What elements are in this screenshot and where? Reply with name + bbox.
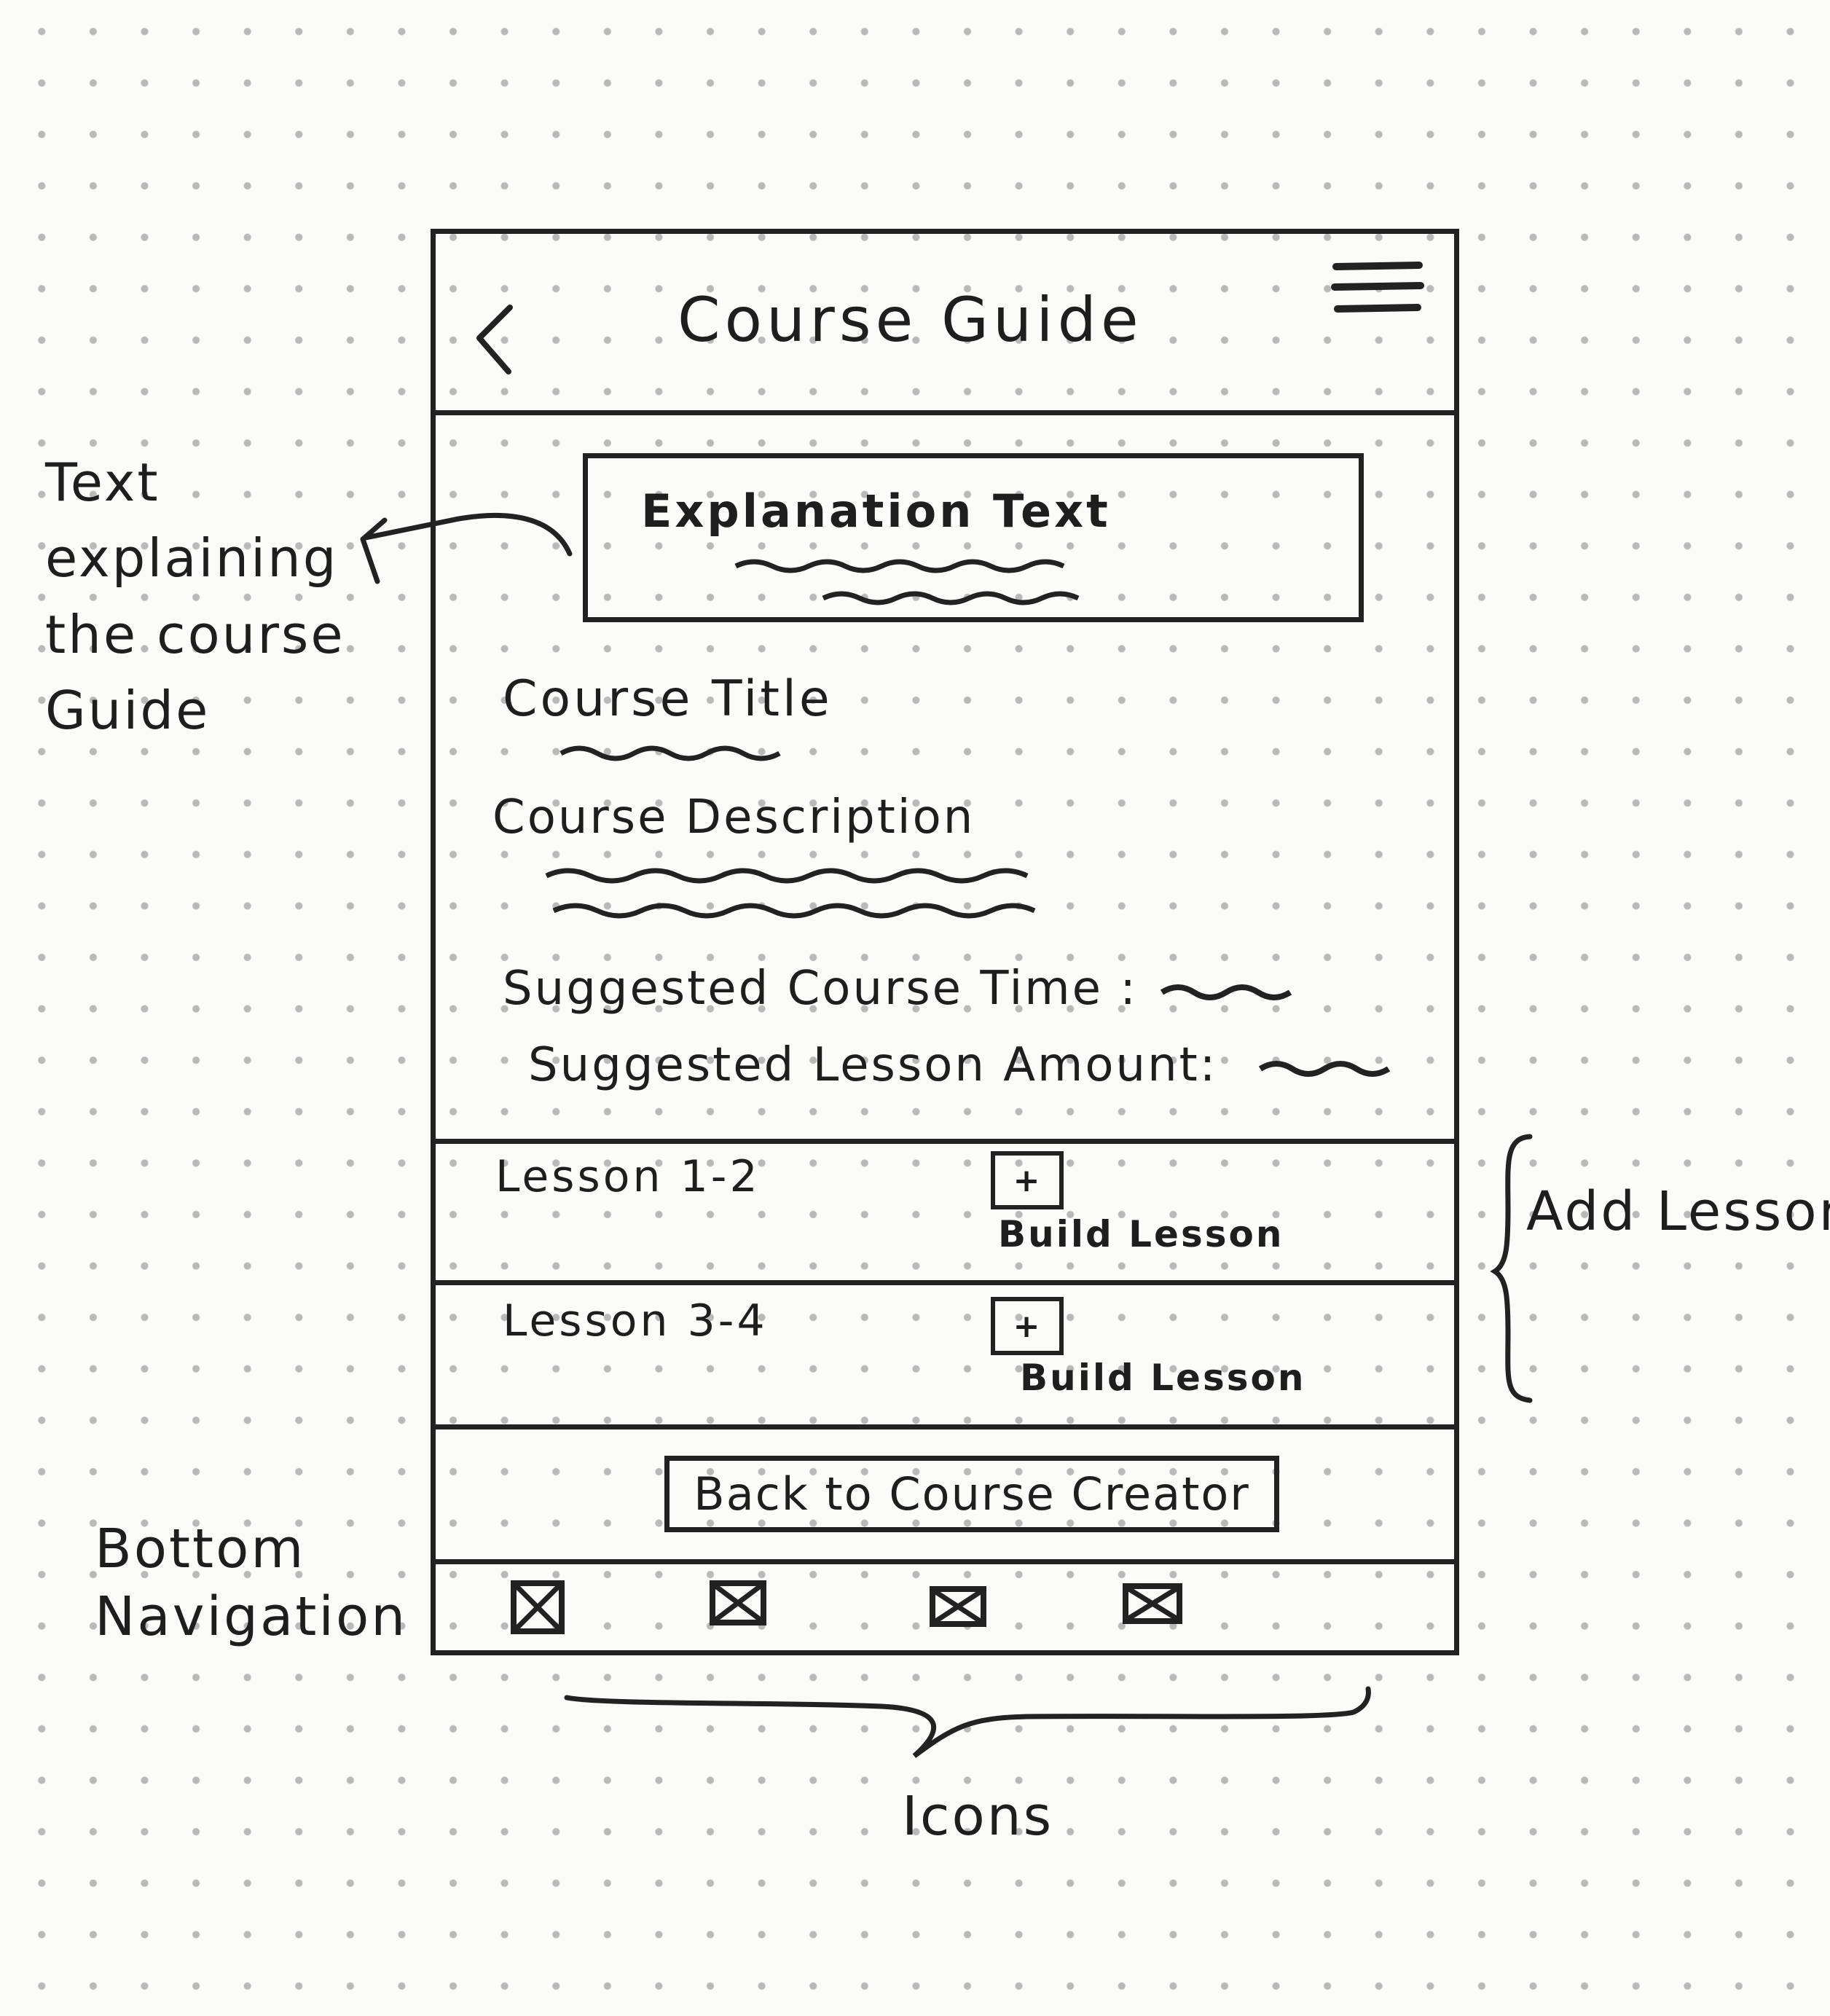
suggested-lessons-label: Suggested Lesson Amount: <box>528 1038 1218 1092</box>
explanation-squiggle <box>734 559 1080 605</box>
course-description-squiggle <box>545 868 1036 919</box>
icons-brace <box>564 1686 1371 1758</box>
back-button[interactable] <box>466 300 525 380</box>
page-title: Course Guide <box>678 284 1143 356</box>
chevron-left-icon <box>476 305 513 374</box>
build-lesson-button[interactable]: + <box>991 1151 1064 1209</box>
annotation-line: Bottom <box>95 1518 306 1580</box>
placeholder-icon <box>710 1580 766 1625</box>
lesson-divider-top <box>431 1139 1459 1144</box>
suggested-lessons-squiggle <box>1258 1061 1391 1077</box>
menu-button[interactable] <box>1326 255 1428 328</box>
annotation-text-explaining: Text explaining the course Guide <box>45 444 345 749</box>
lesson-row-label: Lesson 1-2 <box>495 1151 761 1202</box>
placeholder-icon <box>1123 1583 1182 1624</box>
back-to-course-creator-button[interactable]: Back to Course Creator <box>664 1456 1279 1532</box>
explanation-box <box>583 453 1364 622</box>
build-lesson-button[interactable]: + <box>991 1297 1064 1355</box>
build-lesson-label: Build Lesson <box>998 1213 1284 1255</box>
course-title-label: Course Title <box>503 670 833 728</box>
suggested-time-squiggle <box>1160 984 1292 1000</box>
annotation-line: explaining <box>45 527 339 589</box>
annotation-line: Text <box>45 452 160 513</box>
annotation-bottom-navigation: Bottom Navigation <box>95 1515 407 1650</box>
header-divider <box>431 410 1459 415</box>
placeholder-icon <box>511 1580 565 1634</box>
bottom-nav-item-4[interactable] <box>1122 1582 1183 1625</box>
annotation-icons: Icons <box>902 1785 1054 1848</box>
lesson-divider-middle <box>431 1280 1459 1285</box>
build-lesson-label: Build Lesson <box>1020 1357 1306 1399</box>
bottom-nav-divider <box>431 1559 1459 1564</box>
lesson-divider-bottom <box>431 1424 1459 1429</box>
course-description-label: Course Description <box>492 791 975 844</box>
placeholder-icon <box>930 1586 986 1627</box>
bottom-nav-item-1[interactable] <box>510 1580 565 1635</box>
explanation-title: Explanation Text <box>641 485 1111 538</box>
hamburger-menu-icon <box>1331 262 1424 313</box>
bottom-nav-item-3[interactable] <box>929 1585 987 1628</box>
annotation-line: the course <box>45 603 345 665</box>
suggested-time-label: Suggested Course Time : <box>503 962 1138 1016</box>
add-lessons-brace <box>1490 1134 1533 1403</box>
annotation-line: Navigation <box>95 1585 408 1648</box>
annotation-line: Guide <box>45 680 211 742</box>
bottom-nav-item-2[interactable] <box>709 1580 767 1626</box>
lesson-row-label: Lesson 3-4 <box>503 1295 768 1346</box>
course-title-squiggle <box>559 745 781 761</box>
phone-frame <box>431 229 1459 1655</box>
annotation-add-lessons: Add Lessons <box>1526 1180 1830 1243</box>
annotation-arrow <box>360 512 573 584</box>
